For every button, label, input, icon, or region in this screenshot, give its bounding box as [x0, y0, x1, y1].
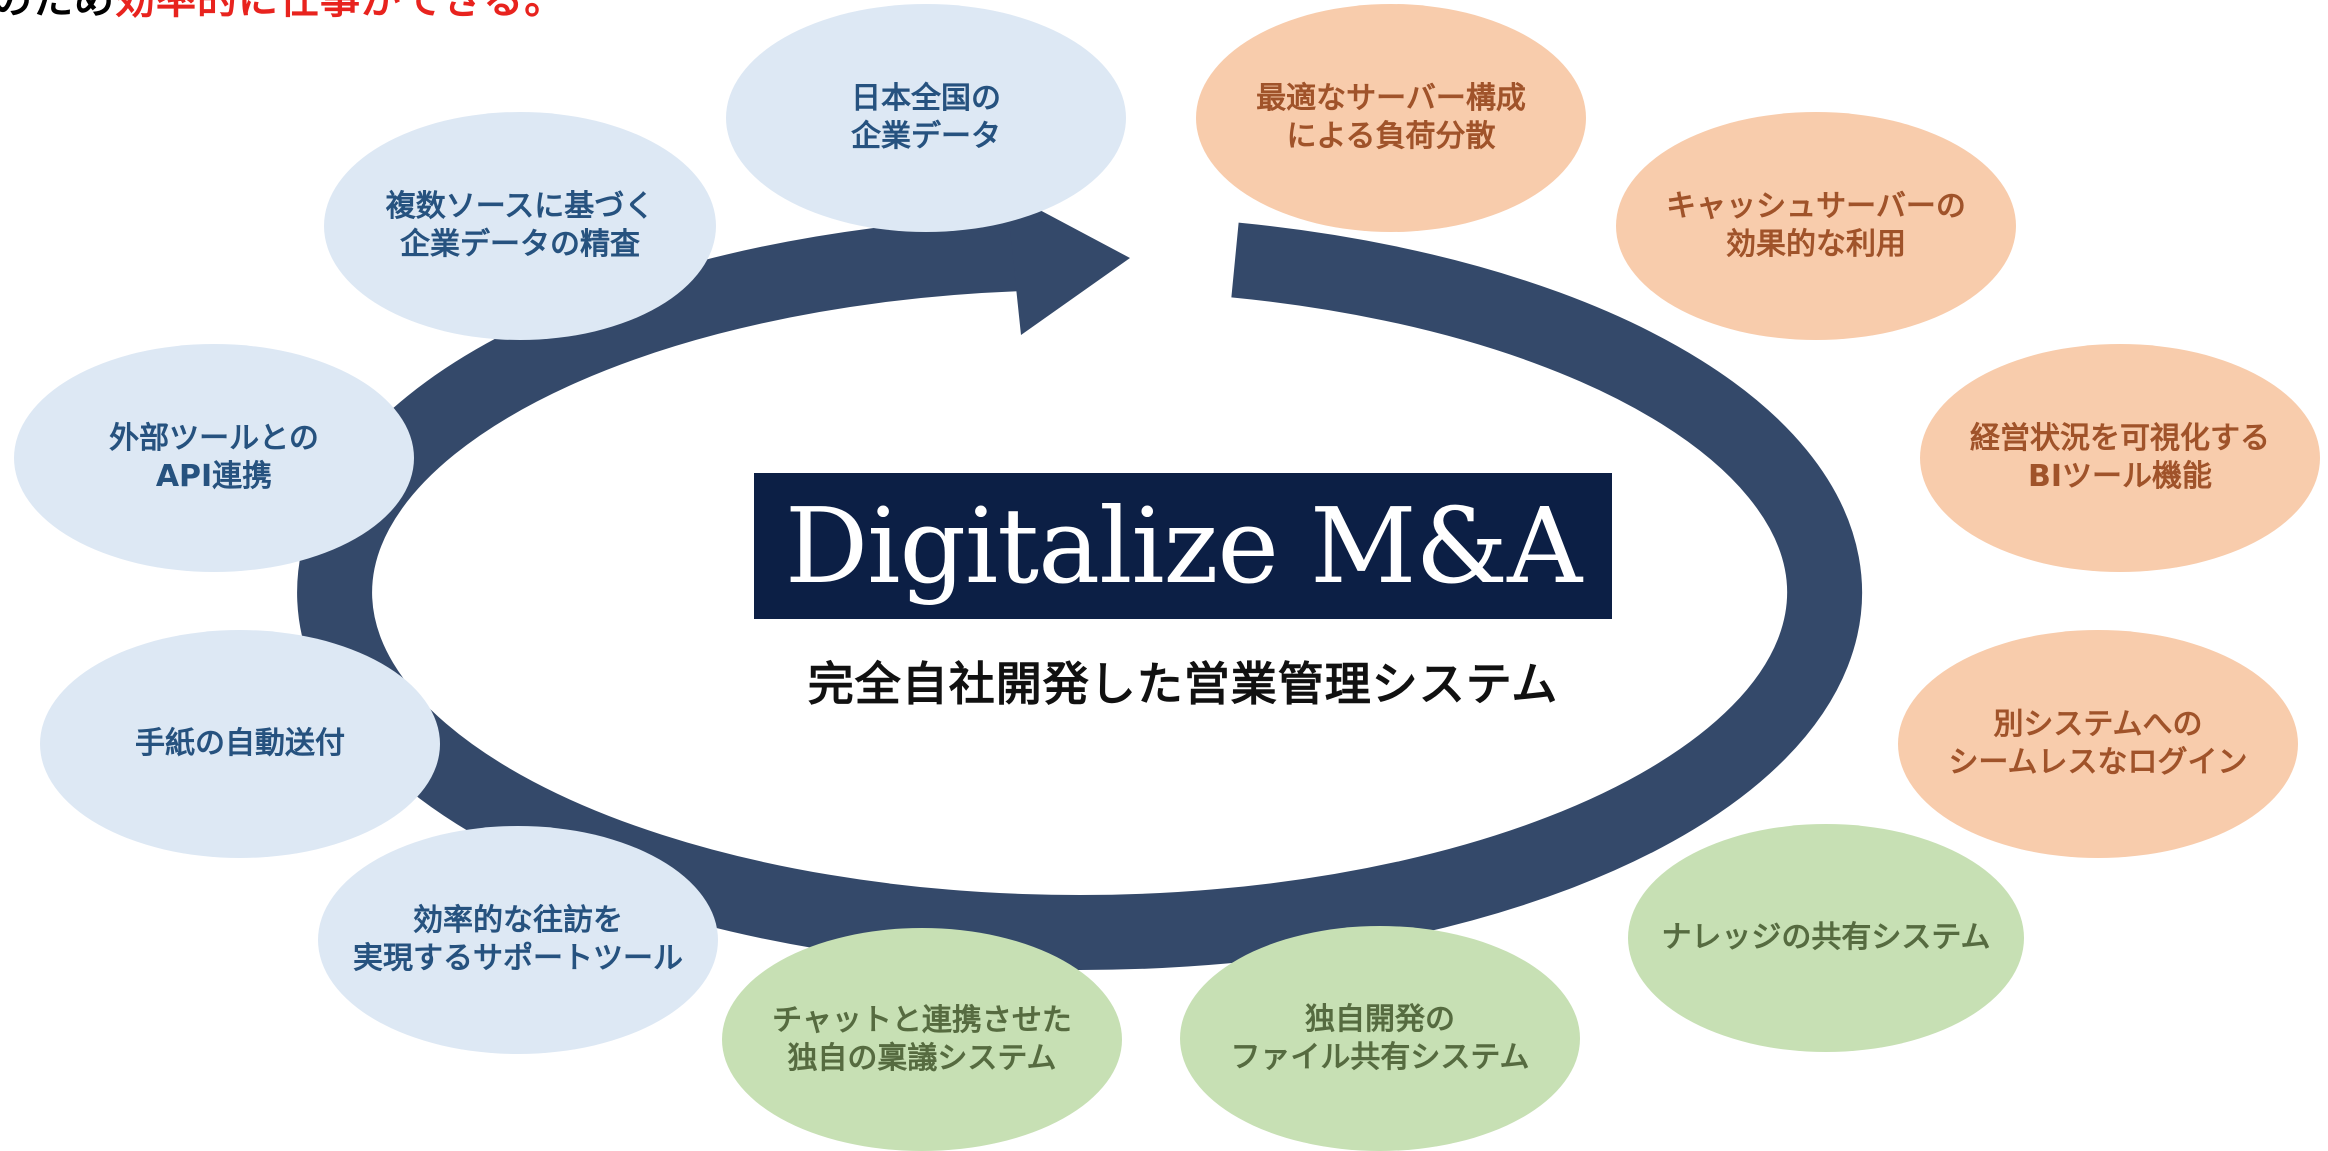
bubble-file-sharing-system: 独自開発の ファイル共有システム	[1180, 926, 1580, 1151]
bubble-line: 複数ソースに基づく	[385, 189, 655, 224]
bubble-line: 実現するサポートツール	[353, 941, 683, 976]
bubble-line: 企業データ	[851, 119, 1001, 154]
bubble-line: 外部ツールとの	[109, 421, 319, 456]
system-subtitle: 完全自社開発した営業管理システム	[807, 657, 1559, 711]
intro-prefix: のため	[0, 0, 115, 23]
bubble-auto-letters: 手紙の自動送付	[40, 630, 440, 858]
bubble-visit-support-tool: 効率的な往訪を 実現するサポートツール	[318, 826, 718, 1054]
bubble-line: 独自の稟議システム	[787, 1040, 1057, 1076]
cycle-ring	[297, 215, 1863, 970]
bubble-line: 独自開発の	[1305, 1001, 1455, 1037]
bubble-cache-server: キャッシュサーバーの 効果的な利用	[1616, 112, 2016, 340]
bubble-knowledge-sharing: ナレッジの共有システム	[1628, 824, 2024, 1052]
bubble-line: 手紙の自動送付	[135, 726, 345, 761]
cycle-arrowhead	[1006, 192, 1130, 335]
bubble-chat-approval-system: チャットと連携させた 独自の稟議システム	[722, 928, 1122, 1151]
bubble-line: BIツール機能	[2027, 459, 2213, 494]
bubble-line: シームレスなログイン	[1948, 745, 2248, 780]
bubble-line: による負荷分散	[1286, 119, 1496, 154]
bubble-line: 日本全国の	[851, 81, 1001, 116]
bubble-line: 企業データの精査	[400, 227, 640, 262]
digitalize-logo: Digitalize M&A	[754, 473, 1612, 619]
bubble-line: キャッシュサーバーの	[1666, 189, 1966, 224]
bubble-line: チャットと連携させた	[772, 1002, 1072, 1038]
bubble-line: 効率的な往訪を	[413, 903, 623, 938]
bubble-line: ファイル共有システム	[1230, 1039, 1530, 1075]
bubble-bi-tool: 経営状況を可視化する BIツール機能	[1920, 344, 2320, 572]
bubble-japan-company-data: 日本全国の 企業データ	[726, 4, 1126, 232]
bubble-line: API連携	[155, 459, 273, 494]
bubble-seamless-login: 別システムへの シームレスなログイン	[1898, 630, 2298, 858]
intro-text: のため効率的に仕事ができる。	[0, 0, 565, 24]
bubble-line: 効果的な利用	[1726, 227, 1906, 262]
bubble-line: 最適なサーバー構成	[1256, 81, 1526, 116]
bubble-line: ナレッジの共有システム	[1661, 920, 1991, 955]
bubble-api-integration: 外部ツールとの API連携	[14, 344, 414, 572]
bubble-line: 経営状況を可視化する	[1970, 421, 2270, 456]
bubble-load-balancing: 最適なサーバー構成 による負荷分散	[1196, 4, 1586, 232]
bubble-line: 別システムへの	[1993, 707, 2203, 742]
bubble-multi-source-verification: 複数ソースに基づく 企業データの精査	[324, 112, 716, 340]
intro-highlight: 効率的に仕事ができる。	[115, 0, 566, 23]
